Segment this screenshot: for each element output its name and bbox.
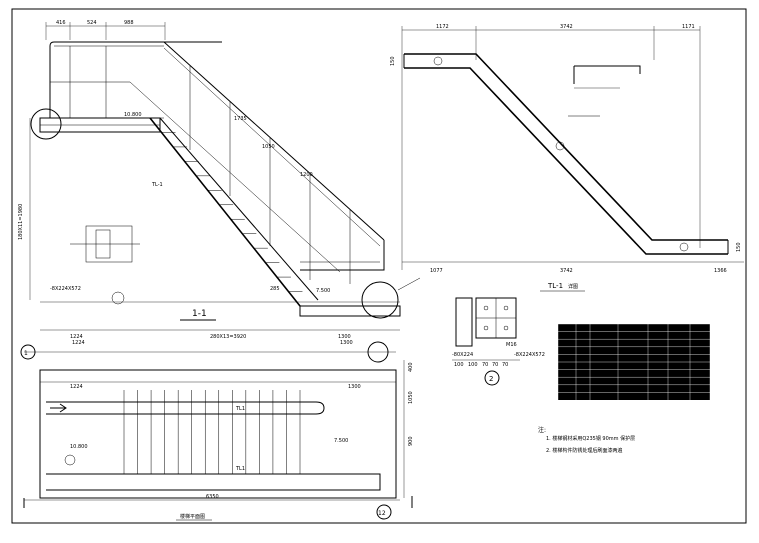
step-dim: 285 [270, 286, 280, 292]
plan-tl1-c: TL1 [235, 466, 245, 472]
table-cell: 3 [578, 348, 581, 353]
beam-tl1-detail: 1172 3742 1171 150 150 1077 3742 1366 TL… [390, 24, 744, 292]
table-cell: 6 [578, 371, 581, 376]
grid-1-label: 1 [24, 350, 28, 357]
plan-elev-left: 10.800 [70, 444, 88, 450]
beam-dim-bot-a: 1077 [430, 268, 443, 274]
table-cell: 规格 [620, 325, 628, 331]
plan-top-left: 1224 [72, 340, 85, 346]
beam-dim-bot-b: 3742 [560, 268, 573, 274]
note-2: 2. 楼梯构件防锈处理后刷面漆两遍 [546, 447, 622, 454]
beam-dim-top-c: 1171 [682, 24, 695, 30]
notes-block: 注: 1. 楼梯钢材采用Q235钢 90mm 保护层 2. 楼梯构件防锈处理后刷… [538, 426, 635, 454]
dim-sec-bottom: 280X13=3920 [210, 334, 246, 340]
detail-plate-label-2: -8X224X572 [514, 352, 545, 358]
plan-v2: 1050 [408, 391, 414, 404]
detail-h3: 70 [482, 362, 488, 368]
note-1: 1. 楼梯钢材采用Q235钢 90mm 保护层 [546, 435, 635, 442]
table-cell: 4 [578, 356, 581, 361]
grid-bubble-1 [20, 344, 36, 360]
table-cell: 9 [578, 394, 581, 399]
table-cell: 编号 [560, 325, 568, 331]
elev-top-label: 10.800 [124, 112, 142, 118]
detail-callout-bottom [361, 281, 399, 319]
detail-h2: 100 [468, 362, 478, 368]
detail-plate-label: -8X224X572 [50, 286, 81, 292]
table-cell: 数量 [670, 325, 678, 331]
table-cell: 8 [578, 386, 581, 391]
detail-rib-label: -80X224 [452, 352, 473, 358]
plan-total: 6350 [206, 494, 219, 500]
notes-heading: 注: [538, 426, 546, 434]
rail-dim-3: 1200 [300, 172, 313, 178]
plan-treads [123, 390, 301, 474]
plan-v3: 900 [408, 436, 414, 446]
grid-12-label: 12 [378, 510, 386, 517]
table-cell: 长度 [650, 325, 658, 331]
detail-2-number: 2 [489, 375, 493, 383]
grid-bubble-12 [376, 504, 392, 520]
plan-view: 1 1224 1300 1224 1300 TL1 TL1 10.800 7.5… [20, 340, 414, 521]
table-cell: 名称 [592, 325, 600, 331]
plan-v1: 400 [408, 362, 414, 372]
detail-h5: 70 [502, 362, 508, 368]
beam-dim-top-b: 3742 [560, 24, 573, 30]
table-cell: 重量 [692, 325, 700, 331]
dim-top-a: 416 [56, 20, 66, 26]
dim-sec-left: 1224 [70, 334, 83, 340]
table-cell: 1 [578, 333, 581, 338]
plan-title: 楼梯平面图 [180, 513, 205, 520]
table-cell: 7 [578, 379, 581, 384]
section-title: 1-1 [192, 309, 207, 319]
detail-2: -80X224 M16 100 100 70 70 70 2 -8X224X57… [452, 297, 545, 386]
detail-2-marker [484, 370, 500, 386]
stair-treads [150, 117, 303, 292]
detail-bolt-label: M16 [506, 342, 517, 348]
plan-dim-left: 1224 [70, 384, 83, 390]
table-cell: 2 [578, 341, 581, 346]
rail-dim-1: 1735 [234, 116, 247, 122]
beam-dim-bot-c: 1366 [714, 268, 727, 274]
dim-top-c: 988 [124, 20, 134, 26]
tl1-label-a: TL-1 [151, 182, 163, 188]
beam-h-right: 150 [736, 242, 742, 252]
beam-title-suffix: 详图 [568, 283, 578, 290]
elev-bottom-label: 7.500 [316, 288, 330, 294]
sheet-border [11, 8, 747, 524]
dim-top-b: 524 [87, 20, 97, 26]
beam-dim-top-a: 1172 [436, 24, 449, 30]
plan-top-right: 1300 [340, 340, 353, 346]
table-cell: 5 [578, 364, 581, 369]
detail-h4: 70 [492, 362, 498, 368]
detail-callout-top [30, 108, 62, 140]
plan-tl1-b: TL1 [235, 406, 245, 412]
plan-dim-right: 1300 [348, 384, 361, 390]
section-1-1: 416 524 988 [18, 20, 421, 340]
beam-h-left: 150 [390, 56, 396, 66]
beam-title: TL-1 [547, 282, 563, 290]
plan-elev-right: 7.500 [334, 438, 348, 444]
rail-dim-2: 1050 [262, 144, 275, 150]
dim-sec-right: 1300 [338, 334, 351, 340]
table-cell: TL1 [559, 371, 568, 376]
dim-vert-left: 180X11=1980 [18, 204, 24, 240]
table-cell: TL-1 [559, 348, 569, 353]
detail-h1: 100 [454, 362, 464, 368]
